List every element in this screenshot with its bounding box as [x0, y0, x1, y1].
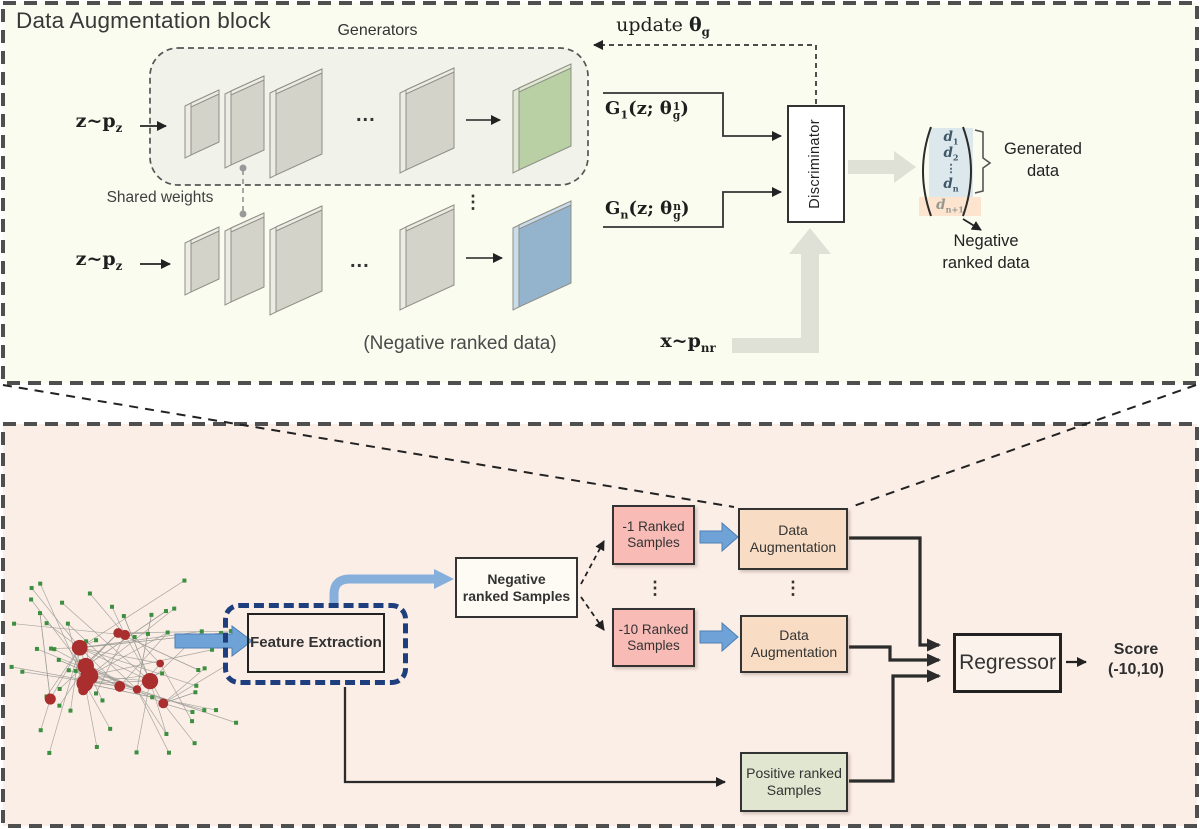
- discriminator-box: Discriminator: [787, 105, 845, 223]
- update-theta-label: update θg: [616, 14, 710, 39]
- layer-slab-gray: [399, 204, 455, 311]
- layer-slab-green: [512, 63, 572, 174]
- generated-data-highlight: [929, 128, 973, 197]
- generated-data-bracket: [974, 129, 992, 194]
- z-pz-label-top: z~pz: [75, 110, 123, 135]
- regressor-box: Regressor: [953, 633, 1062, 693]
- generators-label: Generators: [337, 22, 418, 39]
- vector-entry-d1: d1: [943, 129, 959, 147]
- vector-entry-dots: ⋮: [945, 162, 957, 175]
- graph-to-feature-arrow: [174, 625, 253, 657]
- discriminator-output-arrow: [848, 151, 916, 183]
- vdots-generators: ⋮: [464, 192, 482, 212]
- feature-extraction-dashed-frame: [223, 603, 408, 685]
- rank1-to-da-arrow: [699, 521, 739, 553]
- update-feedback-line: [593, 40, 817, 104]
- pipeline-block-frame: [1, 422, 1199, 828]
- layer-slab-gray: [224, 75, 265, 169]
- regressor-label: Regressor: [959, 650, 1056, 674]
- input-network-graph: [9, 578, 239, 755]
- real-data-input-arrow: [732, 228, 831, 353]
- layer-slab-blue: [512, 200, 572, 311]
- nrs-to-rank10-dashed-arrow: [580, 596, 605, 631]
- rank10-to-da-arrow: [699, 621, 739, 653]
- layer-slab-gray: [184, 226, 220, 296]
- block-title: Data Augmentation block: [16, 8, 271, 33]
- shared-weights-dot-top: [239, 164, 247, 172]
- da1-to-regressor-line: [849, 536, 941, 652]
- layer-slab-gray: [269, 68, 323, 179]
- layer-slab-gray: [184, 89, 220, 159]
- generator-layers: [184, 63, 572, 316]
- shared-weights-label: Shared weights: [106, 189, 214, 206]
- shared-weights-dot-bottom: [239, 210, 247, 218]
- feature-to-nrs-arrow-shaft: [329, 574, 434, 606]
- ellipsis-generator-top: ...: [356, 104, 376, 126]
- nrs-to-rank1-dashed-arrow: [580, 540, 605, 585]
- vector-paren-right: [962, 126, 972, 217]
- feature-to-nrs-arrow-head: [434, 569, 454, 589]
- layer-slab-gray: [269, 205, 323, 316]
- ellipsis-generator-bottom: ...: [350, 250, 370, 272]
- vector-entry-dn: dn: [943, 176, 959, 194]
- feature-to-prs-line: [343, 687, 726, 787]
- feature-extraction-box: Feature Extraction: [247, 613, 385, 673]
- layer-slab-gray: [399, 67, 455, 174]
- discriminator-label: Discriminator: [807, 119, 824, 209]
- vector-paren-left: [922, 126, 932, 217]
- prs-to-regressor-line: [849, 669, 941, 783]
- zoom-line-right: [850, 384, 1197, 508]
- z-pz-label-bottom: z~pz: [75, 248, 123, 273]
- negative-ranked-pointer-arrow: [962, 218, 982, 231]
- g1-to-discriminator-line: [603, 92, 782, 141]
- zoom-line-left: [2, 384, 735, 508]
- vector-entry-dn1: dn+1: [936, 197, 964, 215]
- gn-to-discriminator-line: [603, 187, 782, 228]
- vdots-data-augmentation: ⋮: [784, 578, 802, 598]
- layer-slab-gray: [224, 212, 265, 306]
- vdots-ranked-samples: ⋮: [646, 578, 664, 598]
- score-label: Score(-10,10): [1107, 641, 1165, 678]
- vector-entry-d2: d2: [943, 145, 959, 163]
- da2-to-regressor-line: [849, 645, 941, 667]
- negative-ranked-caption: (Negative ranked data): [363, 333, 557, 354]
- x-pnr-label: x~pnr: [660, 330, 716, 355]
- feature-extraction-label: Feature Extraction: [250, 634, 382, 652]
